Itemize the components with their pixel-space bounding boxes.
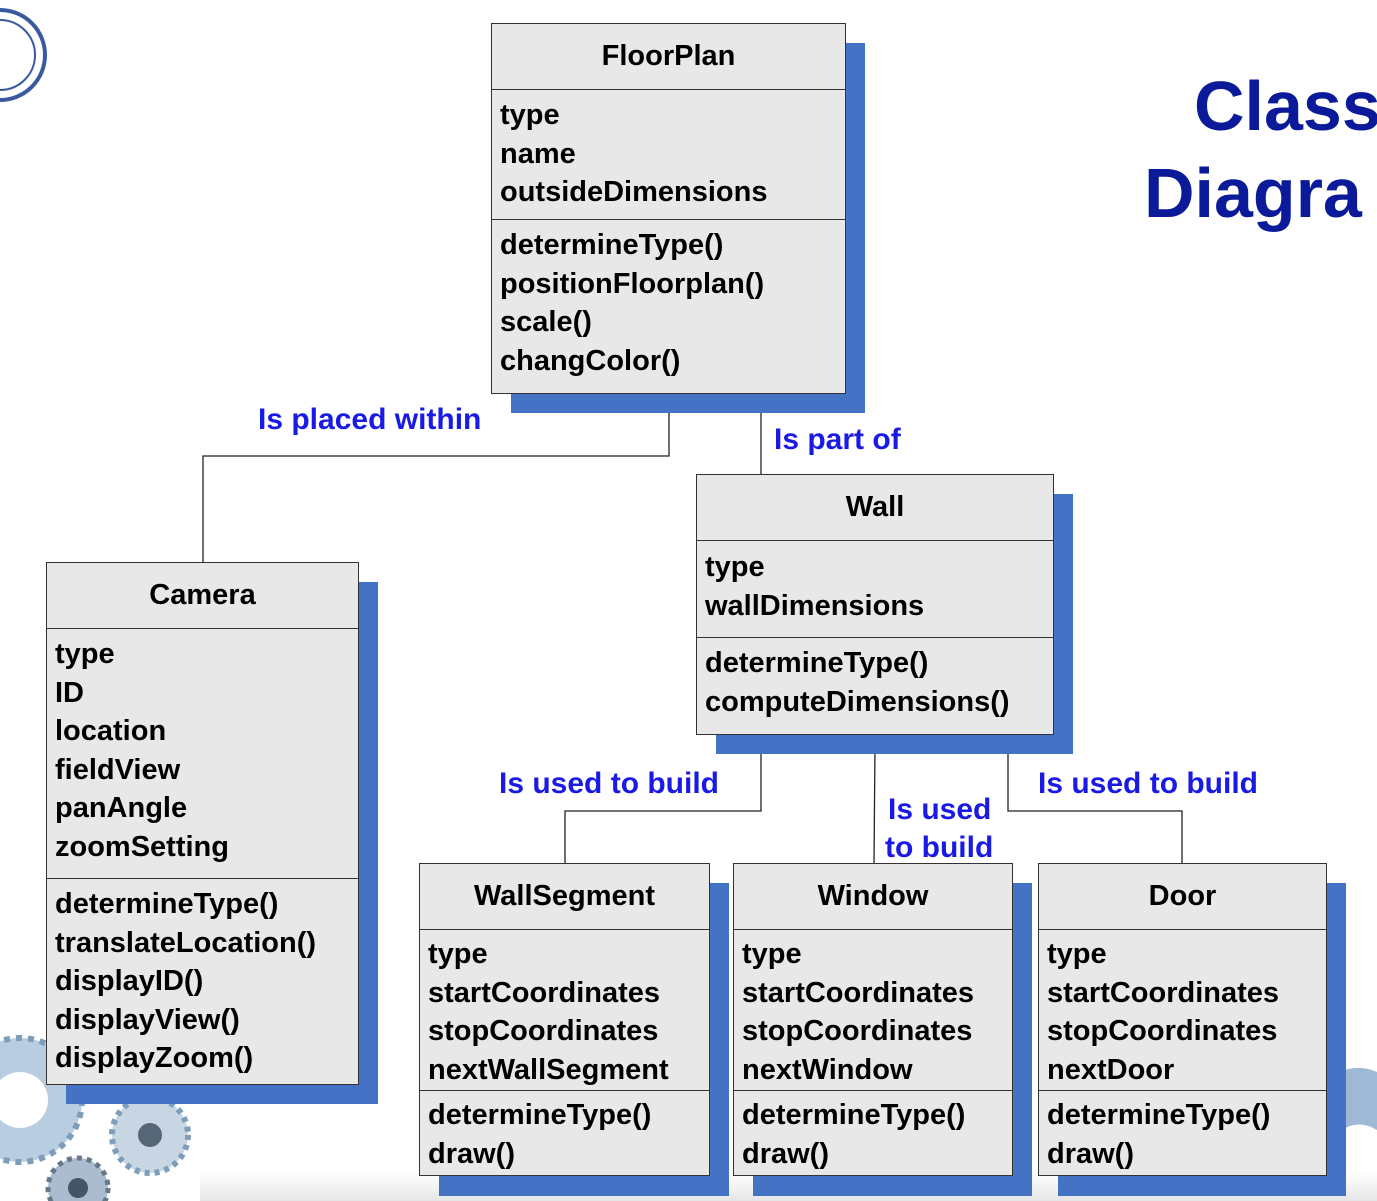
class-name: Wall: [697, 475, 1053, 541]
attribute: type: [705, 551, 765, 583]
method: determineType(): [705, 647, 929, 679]
attributes-section: type startCoordinates stopCoordinates ne…: [1039, 930, 1326, 1091]
methods-section: determineType() translateLocation() disp…: [47, 879, 358, 1078]
methods-section: determineType() draw(): [420, 1091, 709, 1173]
attributes-section: type startCoordinates stopCoordinates ne…: [420, 930, 709, 1091]
methods-section: determineType() draw(): [1039, 1091, 1326, 1173]
method: scale(): [500, 306, 592, 338]
attribute: name: [500, 137, 576, 170]
attribute: nextWindow: [742, 1053, 913, 1086]
attribute: startCoordinates: [428, 976, 661, 1009]
label-door-wall: Is used to build: [1038, 767, 1259, 800]
wall-class: Wall type wallDimensions determineType()…: [696, 474, 1054, 735]
wallsegment-class: WallSegment type startCoordinates stopCo…: [419, 863, 710, 1176]
methods-section: determineType() positionFloorplan() scal…: [492, 220, 845, 380]
attribute: stopCoordinates: [428, 1015, 659, 1047]
attribute: ID: [55, 676, 84, 709]
gears-decoration: [0, 1035, 191, 1201]
method: draw(): [428, 1137, 515, 1170]
attribute: wallDimensions: [705, 589, 925, 622]
class-name: Camera: [47, 563, 358, 629]
class-name: WallSegment: [420, 864, 709, 930]
methods-section: determineType() computeDimensions(): [697, 638, 1053, 721]
class-name: Window: [734, 864, 1012, 930]
attribute: startCoordinates: [742, 976, 975, 1009]
attributes-section: type startCoordinates stopCoordinates ne…: [734, 930, 1012, 1091]
label-window-wall-line1: Is used: [888, 793, 992, 826]
attributes-section: type name outsideDimensions: [492, 90, 845, 220]
method: displayZoom(): [55, 1042, 254, 1074]
attribute: type: [55, 638, 115, 670]
attribute: type: [500, 99, 560, 131]
method: displayView(): [55, 1003, 240, 1036]
method: computeDimensions(): [705, 685, 1010, 718]
door-class: Door type startCoordinates stopCoordinat…: [1038, 863, 1327, 1176]
attribute: type: [428, 938, 488, 970]
label-camera-floorplan: Is placed within: [258, 403, 482, 436]
attributes-section: type ID location fieldView panAngle zoom…: [47, 629, 358, 879]
attribute: startCoordinates: [1047, 976, 1280, 1009]
attribute: stopCoordinates: [742, 1015, 973, 1047]
method: changColor(): [500, 344, 681, 377]
slide-title-line1: Class: [1194, 67, 1377, 145]
attribute: stopCoordinates: [1047, 1015, 1278, 1047]
camera-class: Camera type ID location fieldView panAng…: [46, 562, 359, 1085]
class-name: FloorPlan: [492, 24, 845, 90]
class-name: Door: [1039, 864, 1326, 930]
method: determineType(): [428, 1099, 652, 1131]
method: displayID(): [55, 965, 204, 997]
method: translateLocation(): [55, 926, 317, 959]
label-wallsegment-wall: Is used to build: [499, 767, 720, 800]
attribute: outsideDimensions: [500, 176, 768, 208]
attribute: nextDoor: [1047, 1053, 1175, 1086]
methods-section: determineType() draw(): [734, 1091, 1012, 1173]
university-logo: [0, 8, 47, 102]
method: determineType(): [742, 1099, 966, 1131]
attribute: nextWallSegment: [428, 1053, 669, 1086]
floorplan-class: FloorPlan type name outsideDimensions de…: [491, 23, 846, 394]
slide-title-line2: Diagra: [1144, 154, 1362, 232]
method: determineType(): [55, 888, 279, 920]
attribute: panAngle: [55, 792, 188, 824]
method: draw(): [1047, 1137, 1134, 1170]
method: determineType(): [1047, 1099, 1271, 1131]
method: draw(): [742, 1137, 829, 1170]
attribute: location: [55, 715, 167, 747]
window-class: Window type startCoordinates stopCoordin…: [733, 863, 1013, 1176]
right-edge-decoration: [1345, 1067, 1377, 1130]
method: positionFloorplan(): [500, 267, 765, 300]
method: determineType(): [500, 229, 724, 261]
label-window-wall-line2: to build: [885, 831, 994, 864]
attribute: fieldView: [55, 753, 181, 786]
attribute: type: [742, 938, 802, 970]
label-wall-floorplan: Is part of: [774, 423, 901, 456]
attribute: zoomSetting: [55, 830, 229, 863]
attributes-section: type wallDimensions: [697, 541, 1053, 638]
attribute: type: [1047, 938, 1107, 970]
